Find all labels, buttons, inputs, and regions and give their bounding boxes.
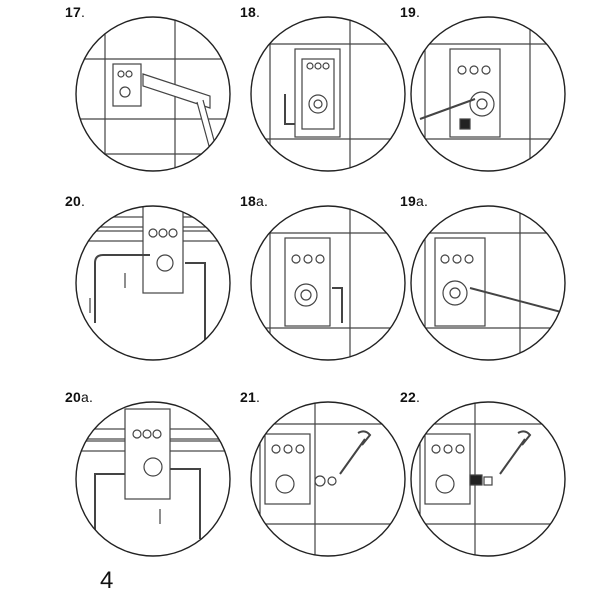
step-20: 20. [65, 193, 235, 363]
step-number: 18a. [240, 193, 269, 209]
illustration-wrench [410, 401, 566, 557]
step-19: 19. [400, 4, 570, 174]
step-22: 22. [400, 389, 570, 559]
illustration-lever [75, 16, 231, 172]
illustration-piping [75, 401, 231, 557]
step-number: 19. [400, 4, 421, 20]
illustration-long-key [410, 16, 566, 172]
step-21: 21. [240, 389, 410, 559]
illustration-piping [75, 205, 231, 361]
step-number: 22. [400, 389, 421, 405]
step-18: 18. [240, 4, 410, 174]
illustration-hex-key [250, 205, 406, 361]
step-18a: 18a. [240, 193, 410, 363]
illustration-long-key [410, 205, 566, 361]
step-number: 18. [240, 4, 261, 20]
step-number: 19a. [400, 193, 429, 209]
page-number: 4 [100, 567, 114, 594]
step-20a: 20a. [65, 389, 235, 559]
step-19a: 19a. [400, 193, 570, 363]
step-17: 17. [65, 4, 235, 174]
illustration-hex-key [250, 16, 406, 172]
step-number: 20. [65, 193, 86, 209]
step-number: 17. [65, 4, 86, 20]
step-number: 21. [240, 389, 261, 405]
illustration-wrench [250, 401, 406, 557]
step-number: 20a. [65, 389, 94, 405]
